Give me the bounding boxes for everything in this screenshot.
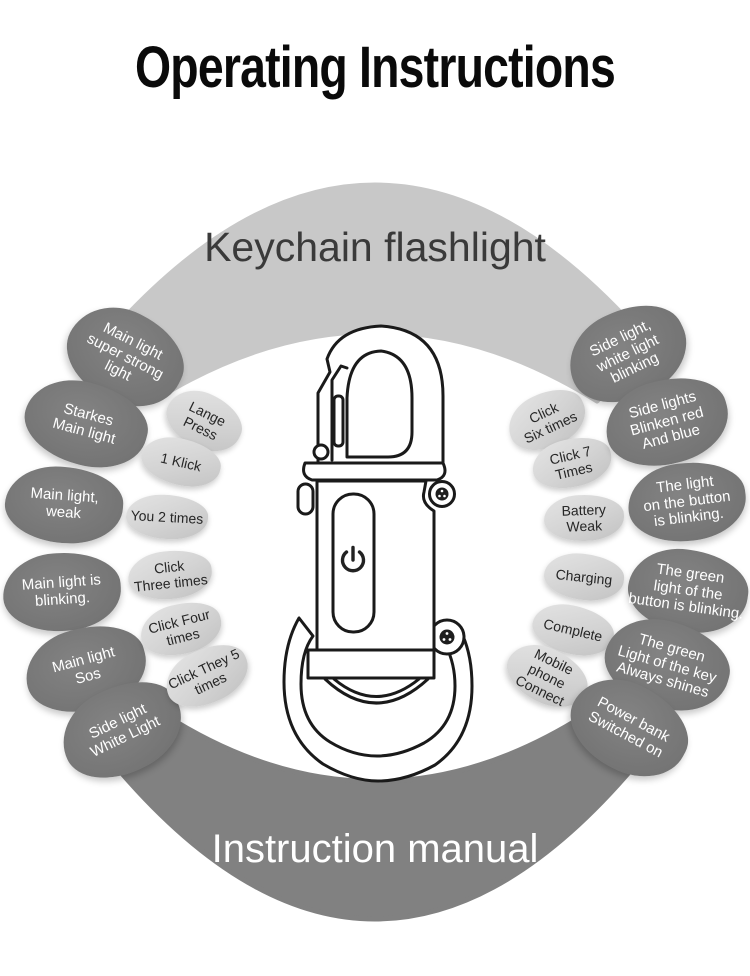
carabiner-cutout: [345, 349, 414, 459]
collar: [302, 461, 447, 482]
blob-label: Main light Sos: [50, 643, 117, 688]
gate-slot: [332, 394, 345, 448]
blob-label: The light on the button is blinking.: [642, 472, 732, 531]
page-title: Operating Instructions: [135, 35, 616, 100]
screw-dot: [442, 638, 446, 641]
screw-dot: [448, 638, 452, 641]
side-tab: [296, 482, 315, 516]
blob-label: Click Three times: [133, 557, 209, 595]
blob-label: The green light of the button is blinkin…: [627, 560, 745, 624]
blob-label: Charging: [554, 565, 614, 588]
lens-arc-outer: [323, 677, 430, 705]
blob-label: Side lights Blinken red And blue: [626, 387, 706, 454]
blob-label: Battery Weak: [561, 501, 607, 535]
blob-label: 1 Klick: [159, 449, 203, 475]
top-arc-label: Keychain flashlight: [204, 224, 546, 270]
blob-label: Complete: [542, 615, 605, 645]
blob-label: Main light is blinking.: [21, 571, 102, 610]
blob-label: Power bank Switched on: [585, 693, 673, 762]
front-panel: [331, 492, 376, 634]
screw-dot: [445, 632, 449, 635]
lens-arc-inner: [332, 677, 421, 698]
gate-line: [330, 364, 349, 462]
button-screw: [435, 487, 449, 501]
blob-label: You 2 times: [130, 506, 204, 527]
bottom-arc-shape: [110, 712, 640, 922]
bottom-arc-label: Instruction manual: [211, 827, 539, 871]
gate-pin: [312, 443, 330, 461]
blob-label: Main light, weak: [29, 484, 100, 523]
blob-label: Starkes Main light: [50, 400, 118, 448]
cross-bar: [306, 648, 436, 680]
blob-label: Click Four times: [146, 605, 212, 649]
blob-label: Lange Press: [180, 397, 229, 444]
flashlight-illustration: [282, 324, 474, 783]
screw-dot: [440, 489, 444, 493]
screw-dot: [438, 494, 441, 498]
power-icon: [340, 545, 366, 573]
screw-dot: [443, 494, 446, 498]
blob-label: Side light White Light: [86, 700, 163, 761]
hinge-screw: [439, 629, 455, 645]
blob-label: Click 7 Times: [547, 442, 594, 483]
